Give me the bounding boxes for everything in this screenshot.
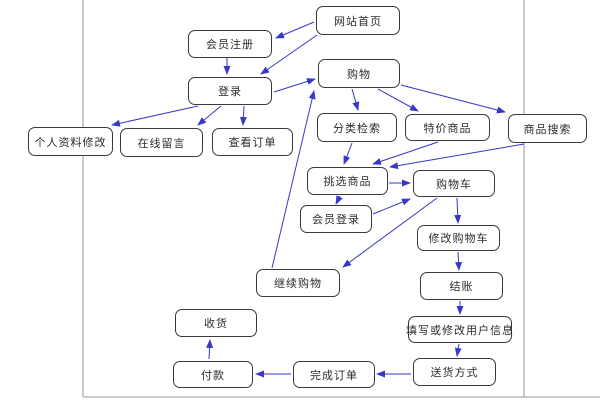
connector-login-to-shopping bbox=[273, 78, 316, 93]
flowchart-node-receive-goods: 收货 bbox=[175, 309, 257, 337]
flowchart-node-online-message: 在线留言 bbox=[120, 128, 203, 157]
node-label: 商品搜索 bbox=[523, 123, 572, 136]
node-label: 登录 bbox=[218, 86, 242, 98]
flowchart-node-pick-products: 挑选商品 bbox=[307, 167, 388, 195]
connector-cart-to-edit-cart bbox=[454, 197, 462, 224]
connector-shopping-to-category-search bbox=[351, 88, 360, 111]
flowchart-node-category-search: 分类检索 bbox=[317, 113, 397, 142]
node-label: 会员登录 bbox=[312, 214, 360, 226]
node-label: 在线留言 bbox=[137, 137, 186, 150]
connector-special-offers-to-pick-products bbox=[372, 141, 439, 165]
connector-continue-shopping-to-shopping bbox=[271, 90, 316, 269]
connector-login-to-profile-edit bbox=[111, 105, 199, 127]
flowchart-node-member-login: 会员登录 bbox=[300, 205, 372, 233]
node-label: 送货方式 bbox=[430, 367, 479, 379]
flowchart-node-payment: 付款 bbox=[173, 361, 253, 388]
connector-login-to-online-message bbox=[197, 105, 222, 126]
node-label: 特价商品 bbox=[423, 122, 472, 135]
connector-product-search-to-pick-products bbox=[389, 143, 525, 170]
node-label: 收货 bbox=[204, 318, 228, 330]
flowchart-node-fill-user-info: 填写或修改用户信息 bbox=[406, 316, 514, 343]
connector-home-to-login bbox=[260, 34, 318, 75]
node-label: 分类检索 bbox=[333, 122, 381, 135]
node-label: 购物 bbox=[347, 68, 371, 81]
flowchart-node-register: 会员注册 bbox=[188, 30, 272, 58]
connector-cart-to-continue-shopping bbox=[342, 197, 438, 268]
node-label: 继续购物 bbox=[274, 278, 322, 290]
node-label: 完成订单 bbox=[310, 369, 358, 382]
flowchart-node-delivery-method: 送货方式 bbox=[413, 358, 496, 386]
flowchart-node-home: 网站首页 bbox=[316, 6, 400, 35]
node-label: 修改购物车 bbox=[428, 233, 489, 245]
flowchart-node-login: 登录 bbox=[188, 77, 272, 105]
flowchart-node-product-search: 商品搜索 bbox=[508, 114, 587, 143]
node-label: 填写或修改用户信息 bbox=[406, 324, 514, 337]
node-label: 查看订单 bbox=[228, 137, 277, 149]
flowchart-node-view-orders: 查看订单 bbox=[212, 128, 293, 156]
node-label: 购物车 bbox=[436, 178, 472, 191]
node-label: 结账 bbox=[449, 281, 474, 293]
connector-shopping-to-special-offers bbox=[377, 88, 419, 112]
connector-pick-products-to-member-login bbox=[335, 195, 343, 205]
connector-shopping-to-product-search bbox=[400, 84, 506, 114]
connector-member-login-to-cart bbox=[372, 198, 411, 215]
flowchart-node-continue-shopping: 继续购物 bbox=[256, 269, 340, 297]
flowchart-node-complete-order: 完成订单 bbox=[293, 361, 375, 388]
connector-home-to-register bbox=[275, 21, 315, 39]
flowchart-node-checkout: 结账 bbox=[420, 272, 503, 300]
node-label: 个人资料修改 bbox=[34, 136, 107, 149]
node-label: 会员注册 bbox=[206, 39, 254, 51]
flowchart-node-special-offers: 特价商品 bbox=[405, 114, 490, 141]
connector-fill-user-info-to-delivery-method bbox=[454, 343, 462, 357]
flowchart-node-profile-edit: 个人资料修改 bbox=[28, 127, 113, 156]
flowchart-node-shopping: 购物 bbox=[318, 59, 400, 88]
flowchart-node-cart: 购物车 bbox=[413, 170, 495, 197]
node-label: 付款 bbox=[201, 369, 225, 382]
connector-login-to-view-orders bbox=[239, 105, 247, 126]
flowchart-node-edit-cart: 修改购物车 bbox=[417, 225, 500, 251]
node-label: 挑选商品 bbox=[323, 176, 372, 188]
connector-category-search-to-pick-products bbox=[343, 142, 353, 165]
connector-payment-to-receive-goods bbox=[206, 339, 214, 360]
node-label: 网站首页 bbox=[334, 15, 382, 28]
connector-edit-cart-to-checkout bbox=[455, 251, 463, 271]
